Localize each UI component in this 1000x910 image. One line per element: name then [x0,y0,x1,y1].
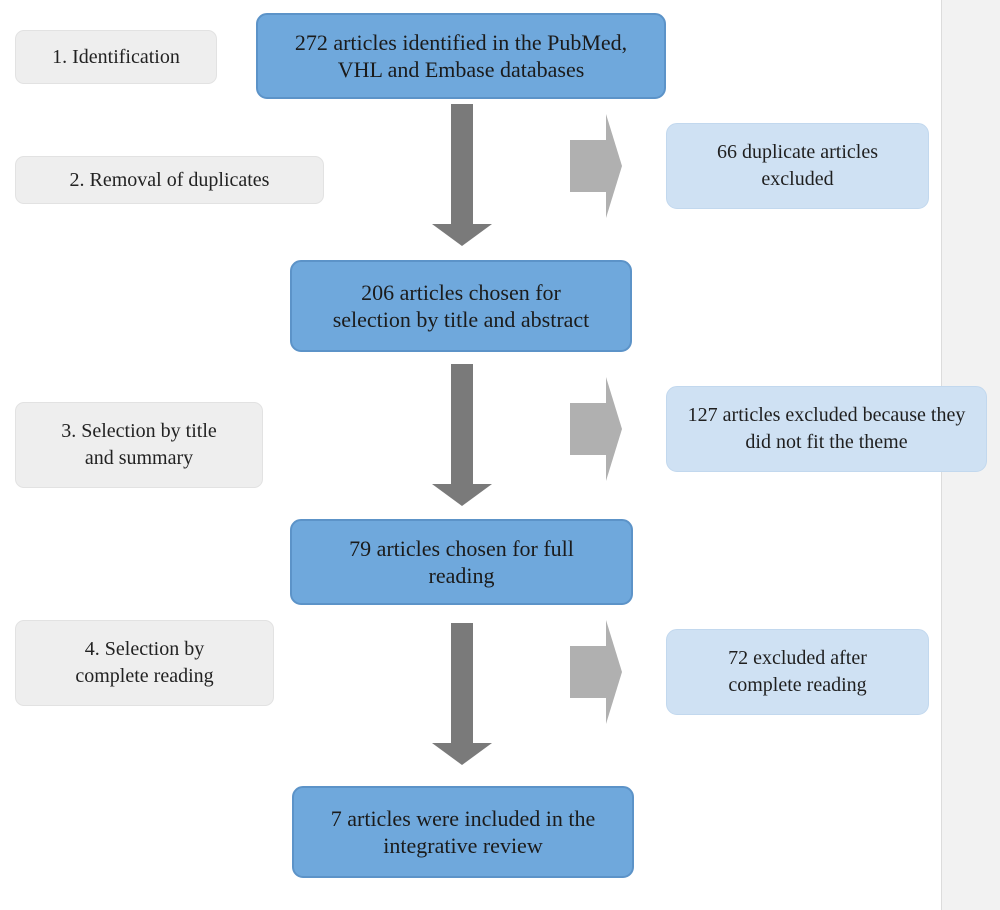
box-reading-excluded: 72 excluded after complete reading [666,629,929,715]
box-text: 272 articles identified in the PubMed, V… [294,30,628,82]
stage-label: 4. Selection by complete reading [75,638,214,687]
box-theme-excluded: 127 articles excluded because they did n… [666,386,987,472]
stage-label: 1. Identification [52,45,180,68]
down-arrow-icon [432,104,492,246]
stage-selection-by-title: 3. Selection by title and summary [15,402,263,488]
stage-identification: 1. Identification [15,30,217,84]
box-duplicates-excluded: 66 duplicate articles excluded [666,123,929,209]
right-arrow-icon [570,374,622,484]
box-articles-chosen-title-abstract: 206 articles chosen for selection by tit… [290,260,632,352]
box-articles-included: 7 articles were included in the integrat… [292,786,634,878]
stage-removal-of-duplicates: 2. Removal of duplicates [15,156,324,204]
box-text: 66 duplicate articles excluded [716,141,879,190]
down-arrow-icon [432,623,492,765]
box-text: 72 excluded after complete reading [728,647,867,696]
box-text: 79 articles chosen for full reading [349,536,574,588]
right-arrow-icon [570,111,622,221]
stage-label: 3. Selection by title and summary [61,420,217,469]
box-articles-chosen-full-reading: 79 articles chosen for full reading [290,519,633,605]
stage-selection-by-reading: 4. Selection by complete reading [15,620,274,706]
right-arrow-icon [570,617,622,727]
down-arrow-icon [432,364,492,506]
box-text: 206 articles chosen for selection by tit… [332,280,590,332]
stage-label: 2. Removal of duplicates [69,168,270,191]
box-text: 7 articles were included in the integrat… [330,806,596,858]
box-articles-identified: 272 articles identified in the PubMed, V… [256,13,666,99]
box-text: 127 articles excluded because they did n… [687,404,966,453]
